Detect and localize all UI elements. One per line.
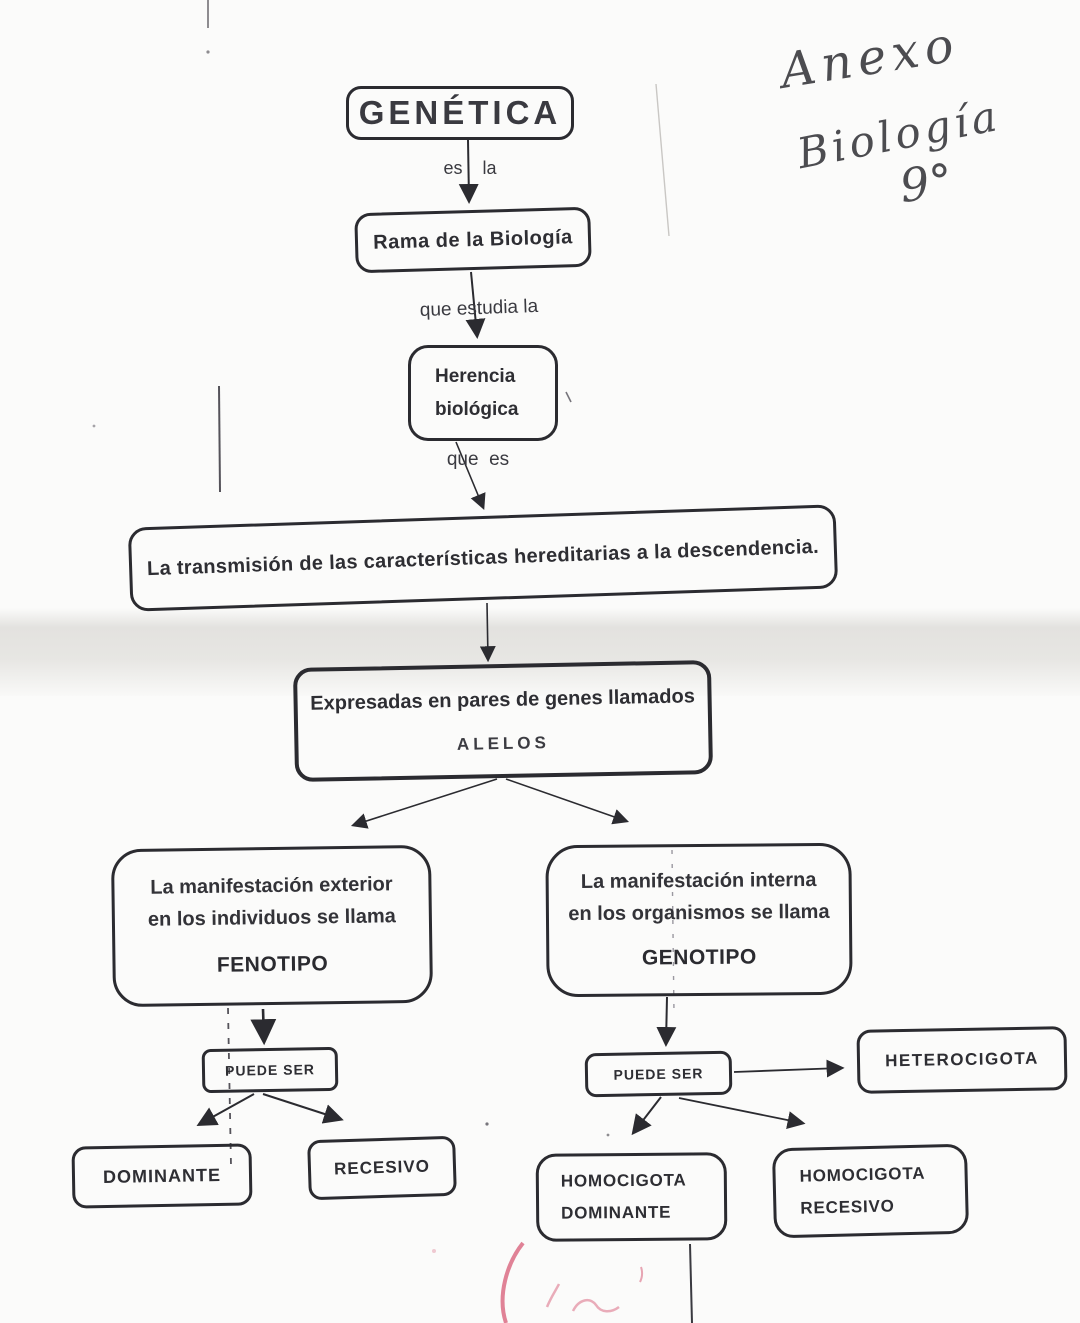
node-genotipo-line2: en los organismos se llama xyxy=(568,901,830,926)
node-fenotipo-line2: en los individuos se llama xyxy=(147,905,396,931)
node-heterocigota-label: HETEROCIGOTA xyxy=(884,1048,1039,1071)
node-genotipo: La manifestación interna en los organism… xyxy=(545,842,853,998)
node-dominante: DOMINANTE xyxy=(71,1143,253,1209)
node-fenotipo-term: FENOTIPO xyxy=(216,952,329,977)
node-expresadas-line1: Expresadas en pares de genes llamados xyxy=(310,685,696,715)
node-genetica: GENÉTICA xyxy=(346,86,574,140)
node-puede-ser-left: PUEDE SER xyxy=(201,1046,339,1094)
node-homocigota-dominante-line1: HOMOCIGOTA xyxy=(560,1170,687,1191)
node-genotipo-term: GENOTIPO xyxy=(641,945,757,970)
node-heterocigota: HETEROCIGOTA xyxy=(856,1026,1068,1094)
pink-pen-scribble xyxy=(432,1241,644,1323)
node-genetica-label: GENÉTICA xyxy=(358,94,562,131)
node-homocigota-recesivo-line2: RECESIVO xyxy=(800,1196,895,1218)
node-herencia-biologica: Herencia biológica xyxy=(408,345,558,441)
node-homocigota-dominante-line2: DOMINANTE xyxy=(561,1202,672,1223)
edge-label-es-la: es la xyxy=(443,158,497,178)
node-homocigota-recesivo: HOMOCIGOTA RECESIVO xyxy=(771,1143,970,1239)
node-puede-ser-right: PUEDE SER xyxy=(584,1050,733,1098)
node-herencia-line2: biológica xyxy=(435,399,519,420)
edge-label-que-estudia-la: que estudia la xyxy=(419,295,539,322)
node-puede-ser-right-label: PUEDE SER xyxy=(613,1065,704,1083)
node-puede-ser-left-label: PUEDE SER xyxy=(224,1061,316,1079)
scan-shadow-band xyxy=(0,608,1080,696)
node-rama-de-la-biologia: Rama de la Biología xyxy=(354,206,592,274)
node-expresadas-alelos: Expresadas en pares de genes llamados AL… xyxy=(292,659,714,783)
node-transmision-label: La transmisión de las características he… xyxy=(146,535,820,580)
node-fenotipo: La manifestación exterior en los individ… xyxy=(110,844,434,1008)
handwritten-note-grade: 9° xyxy=(896,153,956,213)
node-rama-label: Rama de la Biología xyxy=(372,225,574,254)
node-homocigota-recesivo-line1: HOMOCIGOTA xyxy=(799,1163,926,1186)
handwritten-note-anexo: Anexo xyxy=(776,16,964,100)
node-herencia-line1: Herencia xyxy=(435,365,516,387)
edge-label-que-es: que es xyxy=(446,449,510,470)
node-fenotipo-line1: La manifestación exterior xyxy=(150,873,393,899)
node-genotipo-line1: La manifestación interna xyxy=(580,869,817,894)
node-dominante-label: DOMINANTE xyxy=(102,1164,222,1187)
node-expresadas-alelos-label: ALELOS xyxy=(456,732,551,754)
node-transmision: La transmisión de las características he… xyxy=(127,504,839,612)
node-homocigota-dominante: HOMOCIGOTA DOMINANTE xyxy=(535,1152,728,1242)
node-recesivo-label: RECESIVO xyxy=(333,1156,431,1179)
node-recesivo: RECESIVO xyxy=(307,1135,457,1201)
